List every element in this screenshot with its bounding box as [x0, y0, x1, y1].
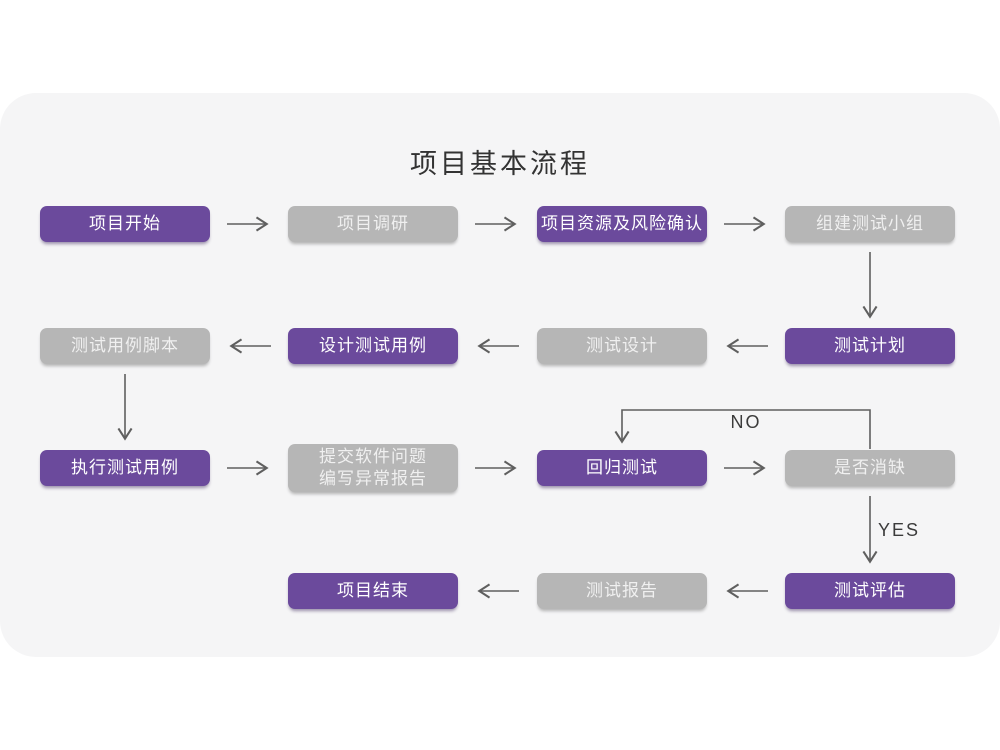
node-label: 测试计划: [834, 336, 906, 355]
node-label: 测试评估: [834, 581, 906, 600]
node-label: 项目调研: [337, 214, 409, 233]
node-submit-issue-report: 提交软件问题编写异常报告: [288, 444, 458, 492]
node-project-research: 项目调研: [288, 206, 458, 242]
node-label: 回归测试: [586, 458, 658, 477]
node-form-test-team: 组建测试小组: [785, 206, 955, 242]
node-test-design: 测试设计: [537, 328, 707, 364]
node-label: 测试设计: [586, 336, 658, 355]
node-label: 测试用例脚本: [71, 336, 179, 355]
node-label: 编写异常报告: [319, 469, 427, 488]
node-test-report: 测试报告: [537, 573, 707, 609]
node-label: 测试报告: [586, 581, 658, 600]
node-defect-resolved: 是否消缺: [785, 450, 955, 486]
node-regression-test: 回归测试: [537, 450, 707, 486]
node-label: 项目开始: [89, 214, 161, 233]
node-test-plan: 测试计划: [785, 328, 955, 364]
node-label: 是否消缺: [834, 458, 906, 477]
flowchart-card-background: [0, 93, 1000, 657]
node-execute-test-cases: 执行测试用例: [40, 450, 210, 486]
node-test-case-script: 测试用例脚本: [40, 328, 210, 364]
node-label: 提交软件问题: [319, 447, 427, 466]
branch-label-no: NO: [730, 412, 762, 432]
node-project-start: 项目开始: [40, 206, 210, 242]
node-design-test-cases: 设计测试用例: [288, 328, 458, 364]
node-label: 项目结束: [337, 581, 409, 600]
node-label: 设计测试用例: [319, 336, 427, 355]
diagram-title: 项目基本流程: [410, 149, 590, 179]
node-label: 执行测试用例: [71, 458, 179, 477]
branch-label-yes: YES: [878, 520, 921, 540]
node-label: 项目资源及风险确认: [541, 214, 703, 233]
node-test-evaluation: 测试评估: [785, 573, 955, 609]
node-label: 组建测试小组: [816, 214, 924, 233]
node-resource-risk-confirm: 项目资源及风险确认: [537, 206, 707, 242]
node-project-end: 项目结束: [288, 573, 458, 609]
